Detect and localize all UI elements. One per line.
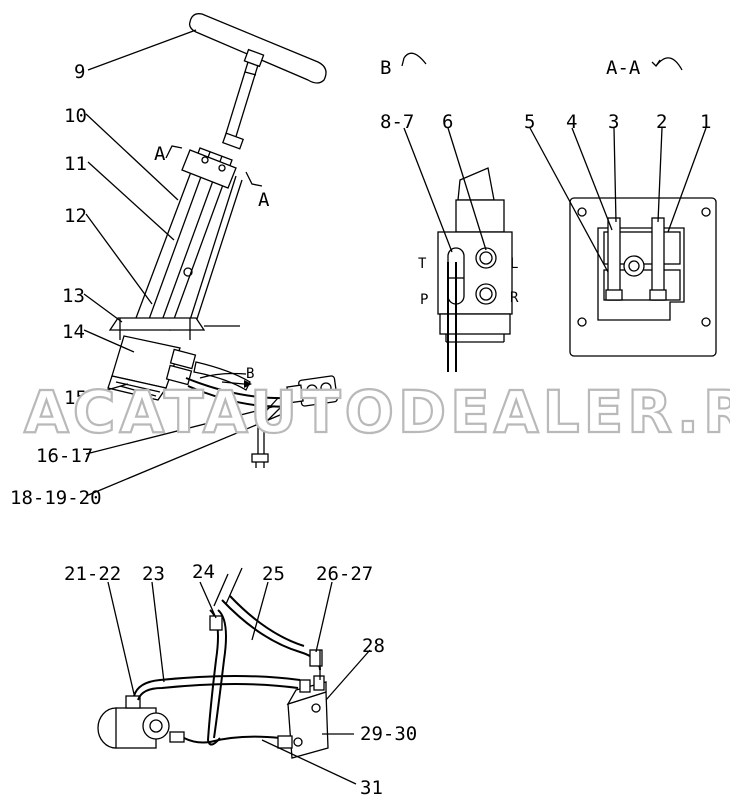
arrow-label-b: B <box>246 366 254 382</box>
callout-3: 3 <box>608 111 619 133</box>
section-label-a-top: A <box>154 143 166 165</box>
view-label-aa: A-A <box>606 57 641 79</box>
callout-6: 6 <box>442 111 453 133</box>
callout-9: 9 <box>74 61 85 83</box>
watermark-text: ACATAUTODEALER.RU <box>24 378 730 446</box>
callout-18-19-20: 18-19-20 <box>10 487 102 509</box>
callout-15: 15 <box>64 387 87 409</box>
callout-23: 23 <box>142 563 165 585</box>
view-label-b: B <box>380 57 391 79</box>
port-label-l: L <box>510 256 518 272</box>
callout-14: 14 <box>62 321 85 343</box>
callout-16-17: 16-17 <box>36 445 93 467</box>
view-labels: B A-A A A B T P L R <box>154 57 641 382</box>
callout-28: 28 <box>362 635 385 657</box>
callout-5: 5 <box>524 111 535 133</box>
leader-lines <box>83 29 707 785</box>
callout-11: 11 <box>64 153 87 175</box>
callout-13: 13 <box>62 285 85 307</box>
callout-2: 2 <box>656 111 667 133</box>
port-label-r: R <box>510 290 519 306</box>
callout-25: 25 <box>262 563 285 585</box>
callout-8-7: 8-7 <box>380 111 414 133</box>
callout-26-27: 26-27 <box>316 563 373 585</box>
callout-4: 4 <box>566 111 577 133</box>
steering-column-drawing <box>107 13 338 468</box>
callout-21-22: 21-22 <box>64 563 121 585</box>
callout-labels: 9 10 11 12 13 14 15 16-17 18-19-20 8-7 6… <box>10 61 711 799</box>
callout-1: 1 <box>700 111 711 133</box>
callout-31: 31 <box>360 777 383 799</box>
callout-12: 12 <box>64 205 87 227</box>
callout-24: 24 <box>192 561 215 583</box>
b-view-drawing <box>401 52 513 372</box>
port-label-t: T <box>418 256 427 272</box>
callout-10: 10 <box>64 105 87 127</box>
callout-29-30: 29-30 <box>360 723 417 745</box>
port-label-p: P <box>420 292 428 308</box>
hydraulic-assembly-drawing <box>97 567 329 759</box>
section-label-a-side: A <box>258 189 270 211</box>
aa-view-drawing <box>569 57 717 357</box>
